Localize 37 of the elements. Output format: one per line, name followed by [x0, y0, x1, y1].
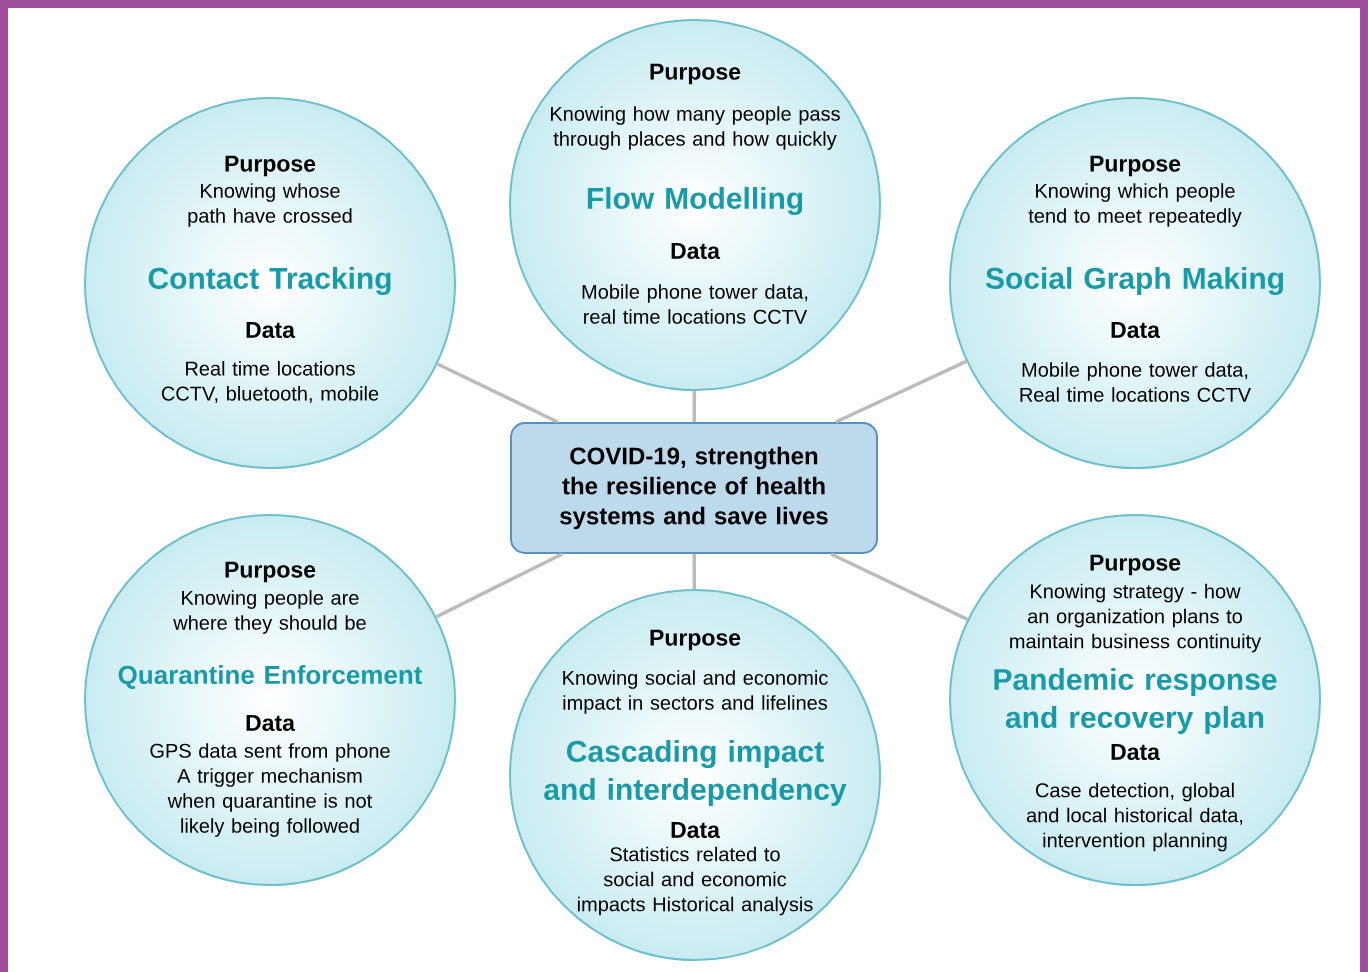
heading-text: Data [1111, 744, 1161, 761]
circle-title: Flow Modelling [587, 186, 803, 216]
purpose-text: Knowing which people tend to meet repeatedly [1028, 183, 1242, 227]
data-text: Statistics related to social and economic impacts Historical analysis [577, 846, 813, 916]
data-text: Real time locations CCTV, bluetooth, mobile [161, 361, 379, 404]
heading-text: Purpose [650, 629, 741, 651]
heading-text: Data [671, 822, 721, 839]
purpose-text: Knowing people are where they should be [173, 590, 366, 634]
heading-text: Purpose [225, 155, 316, 177]
data-text: Case detection, global and local historical data, intervention planning [1026, 782, 1243, 852]
heading-text: Data [246, 322, 296, 338]
heading-text: Data [671, 243, 721, 259]
connector-line [835, 359, 968, 424]
connector-line [830, 552, 969, 621]
purpose-text: Knowing how many people pass through places and how quickly [551, 106, 840, 150]
data-text: Mobile phone tower data, Real time locations CCTV [1020, 362, 1251, 402]
heading-text: Purpose [650, 63, 741, 85]
heading-text: Purpose [1090, 554, 1181, 576]
connector-line [435, 552, 563, 619]
circle-title: Social Graph Making [985, 266, 1284, 296]
circle-title: Cascading impact and interdependency [544, 740, 847, 806]
connector-line [436, 362, 559, 424]
heading-text: Data [1111, 322, 1161, 338]
heading-text: Purpose [1090, 155, 1181, 177]
heading-text: Data [246, 715, 296, 732]
data-text: Mobile phone tower data, real time locations CCTV [582, 284, 808, 324]
connector-line [692, 391, 697, 422]
purpose-text: Knowing strategy - how an organization plans to maintain business continuity [1010, 583, 1262, 653]
circle-title: Quarantine Enforcement [118, 665, 423, 689]
data-text: GPS data sent from phone A trigger mechanism when quarantine is not likely being followed [150, 743, 390, 837]
connector-line [692, 554, 697, 589]
circle-title: Pandemic response and recovery plan [994, 668, 1277, 734]
circle-title: Contact Tracking [148, 266, 391, 296]
topic-box: COVID-19, strengthen the resilience of health systems and save lives [510, 422, 878, 554]
heading-text: Purpose [225, 561, 316, 583]
purpose-text: Knowing whose path have crossed [188, 183, 352, 227]
purpose-text: Knowing social and economic impact in sectors and lifelines [563, 670, 828, 714]
